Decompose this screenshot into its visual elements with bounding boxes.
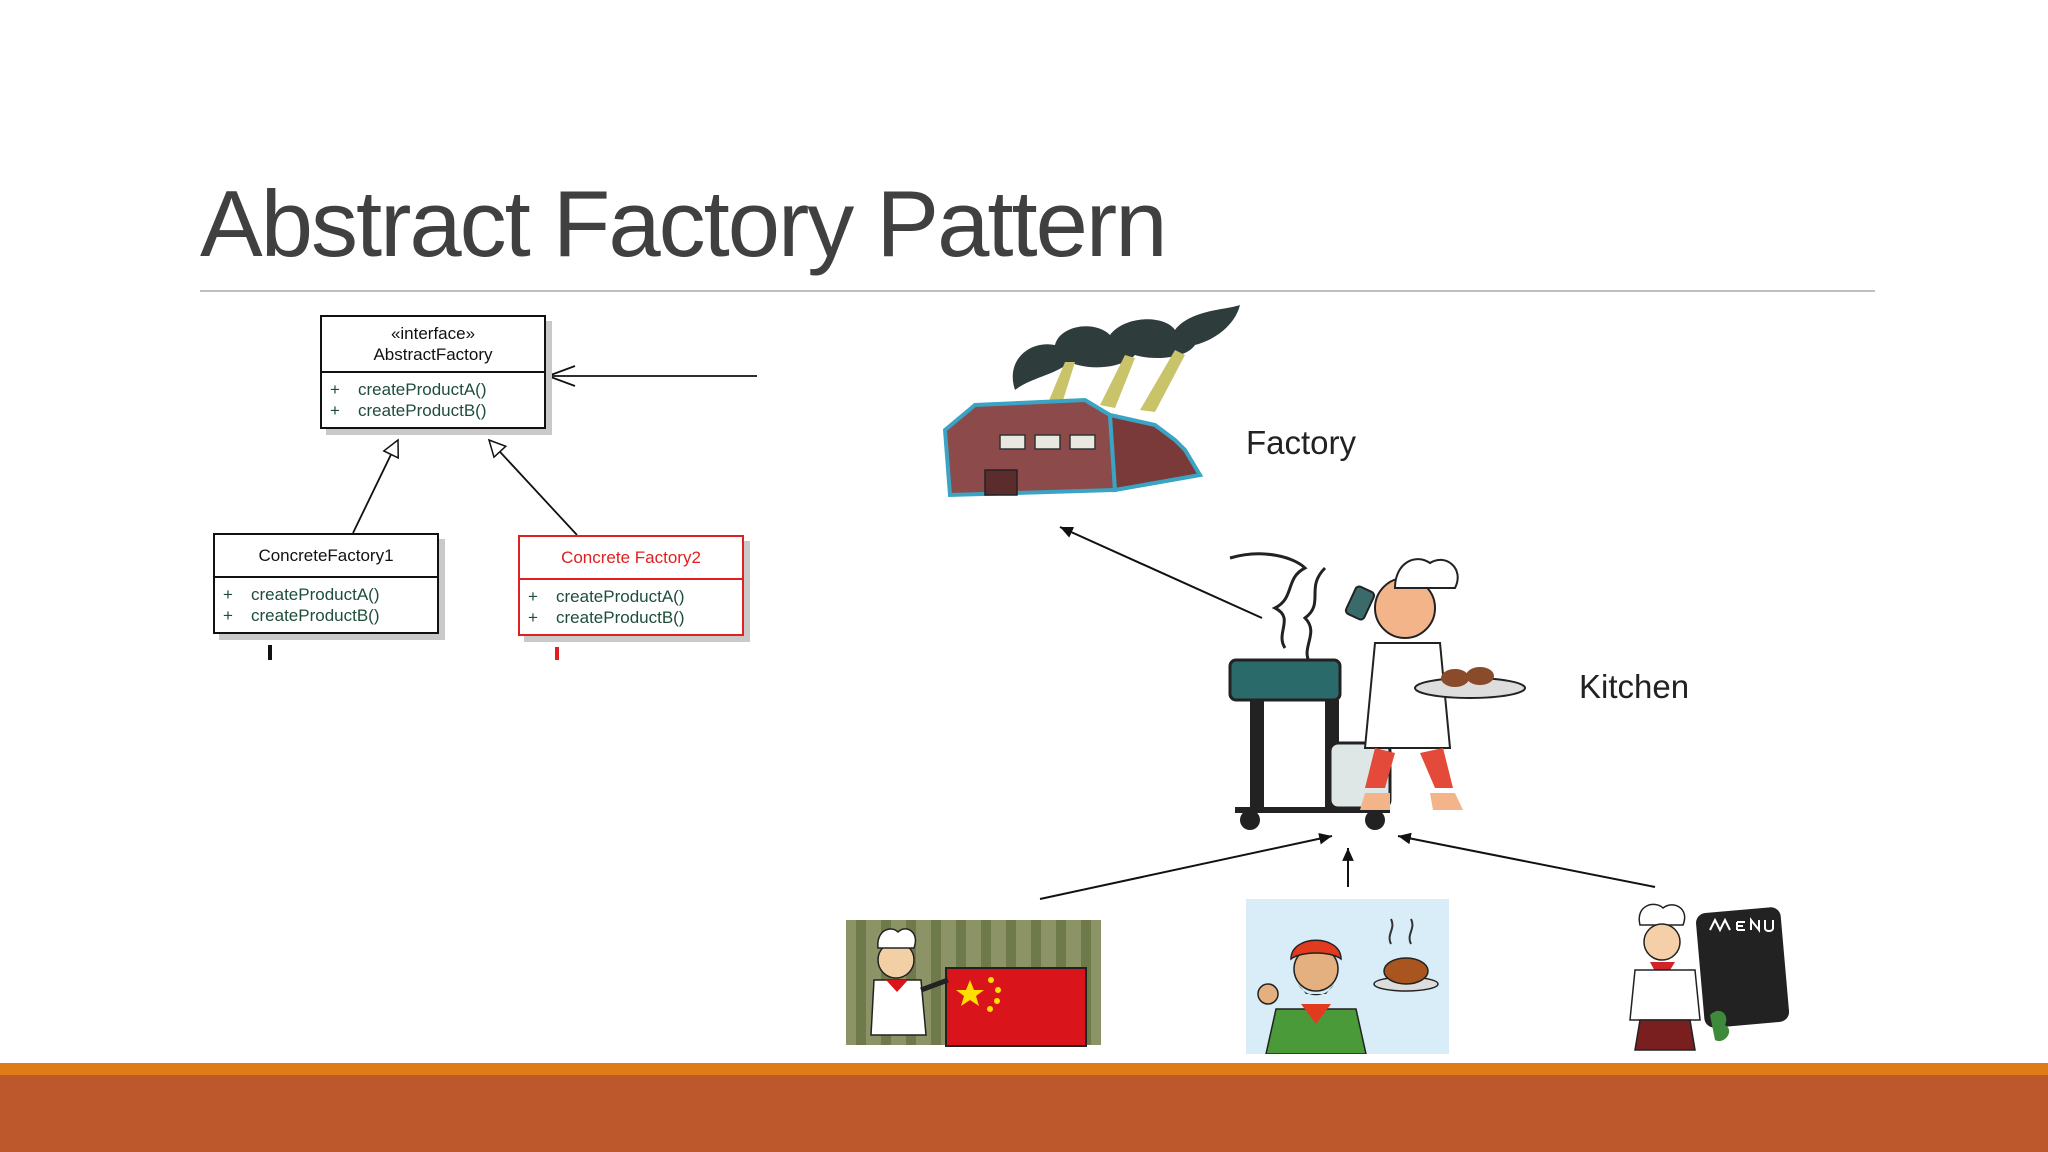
operation-name: createProductA() — [556, 587, 685, 606]
concrete-factory-1-name: ConcreteFactory1 — [215, 535, 437, 578]
menu-chef-icon — [1605, 900, 1815, 1065]
visibility-marker: + — [223, 585, 233, 604]
abstract-factory-header: «interface» AbstractFactory — [322, 317, 544, 373]
menu-chef-to-kitchen-arrow — [1397, 832, 1656, 888]
client-association-arrowhead — [545, 365, 576, 387]
footer-band — [0, 1075, 2048, 1152]
visibility-marker: + — [528, 608, 538, 627]
visibility-marker: + — [330, 380, 340, 399]
factory-icon — [942, 305, 1240, 498]
bbq-chef-icon — [1228, 552, 1526, 830]
chinese-chef-icon — [846, 920, 1101, 1047]
visibility-marker: + — [223, 606, 233, 625]
generalization-line-1 — [352, 438, 399, 534]
operation-row: + createProductB() — [223, 605, 429, 626]
abstract-factory-name: AbstractFactory — [373, 345, 493, 364]
operation-row: + createProductA() — [330, 379, 536, 400]
concrete-factory-1-box: ConcreteFactory1 + createProductA() + crea… — [213, 533, 439, 634]
concrete-factory-2-name: Concrete Factory2 — [520, 537, 742, 580]
concrete-factory-1-operations: + createProductA() + createProductB() — [215, 578, 437, 632]
generalization-line-2 — [487, 438, 578, 536]
kitchen-label: Kitchen — [1579, 668, 1690, 705]
footer-accent-stripe — [0, 1063, 2048, 1075]
operation-name: createProductB() — [358, 401, 487, 420]
abstract-factory-box: «interface» AbstractFactory + createProdu… — [320, 315, 546, 429]
operation-name: createProductA() — [358, 380, 487, 399]
factory-label: Factory — [1246, 424, 1357, 461]
indian-chef-icon — [1246, 899, 1449, 1054]
slide-title: Abstract Factory Pattern — [200, 171, 1167, 276]
interface-stereotype: «interface» — [390, 324, 476, 343]
concrete-factory-2-box: Concrete Factory2 + createProductA() + cre… — [518, 535, 744, 636]
operation-name: createProductB() — [556, 608, 685, 627]
operation-name: createProductB() — [251, 606, 380, 625]
visibility-marker: + — [528, 587, 538, 606]
concrete-factory-2-operations: + createProductA() + createProductB() — [520, 580, 742, 634]
operation-row: + createProductB() — [528, 607, 734, 628]
operation-row: + createProductA() — [528, 586, 734, 607]
visibility-marker: + — [330, 401, 340, 420]
abstract-factory-operations: + createProductA() + createProductB() — [322, 373, 544, 427]
operation-name: createProductA() — [251, 585, 380, 604]
operation-row: + createProductB() — [330, 400, 536, 421]
title-divider — [200, 290, 1875, 292]
chinese-chef-to-kitchen-arrow — [1039, 833, 1333, 900]
operation-row: + createProductA() — [223, 584, 429, 605]
